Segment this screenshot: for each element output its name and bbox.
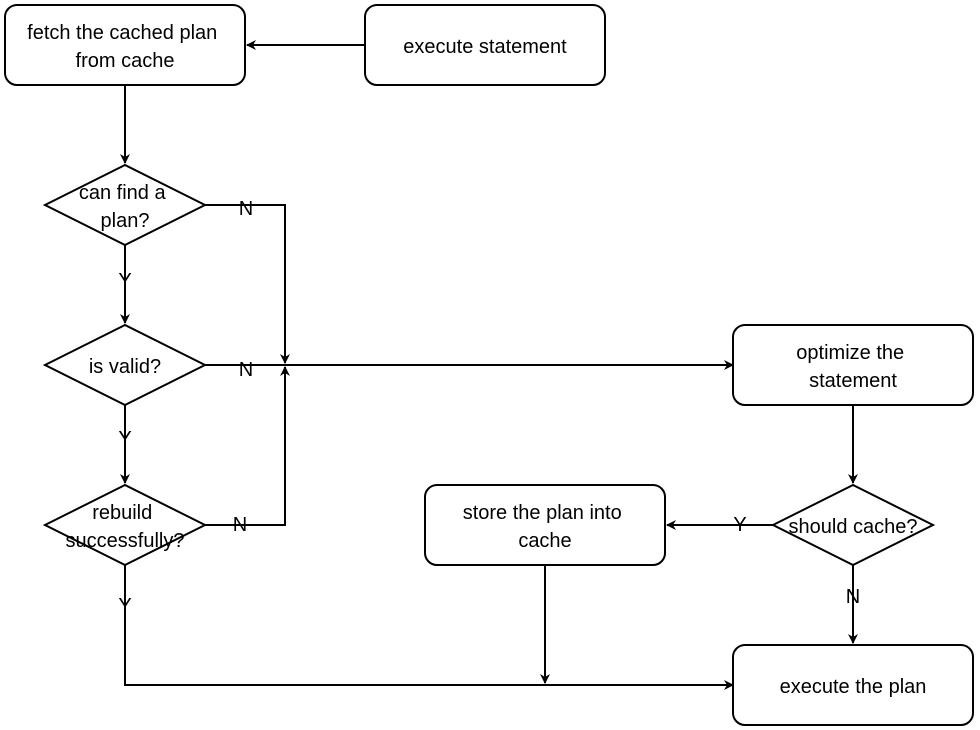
edge-label-should-cache-no: N bbox=[846, 586, 860, 608]
node-store-plan bbox=[424, 484, 666, 566]
edge-can-find-no-to-junction bbox=[205, 204, 290, 364]
label-line: rebuild bbox=[92, 502, 152, 524]
node-execute-statement bbox=[364, 4, 606, 86]
label-line: optimize the bbox=[796, 342, 904, 364]
label-line: execute the plan bbox=[780, 676, 927, 698]
label-line: cache bbox=[518, 530, 571, 552]
edge-label-is-valid-yes: Y bbox=[118, 428, 131, 450]
label-should-cache: should cache? bbox=[789, 516, 918, 538]
label-line: execute statement bbox=[403, 36, 567, 58]
node-rebuild-successfully bbox=[42, 483, 208, 567]
edge-label-can-find-no: N bbox=[239, 198, 253, 220]
label-can-find-plan: can find a plan? bbox=[79, 182, 171, 232]
node-texts: execute statement fetch the cached plan … bbox=[27, 22, 926, 698]
label-line: from cache bbox=[76, 50, 175, 72]
label-line: successfully? bbox=[66, 530, 185, 552]
edge-labels: N Y N Y N Y Y N bbox=[118, 198, 860, 617]
nodes bbox=[4, 4, 974, 726]
node-is-valid bbox=[42, 323, 208, 407]
label-line: can find a bbox=[79, 182, 167, 204]
edge-rebuild-yes-to-execute-plan bbox=[124, 565, 734, 690]
edge-label-can-find-yes: Y bbox=[118, 270, 131, 292]
node-should-cache bbox=[770, 483, 936, 567]
edges bbox=[120, 40, 858, 690]
edge-label-is-valid-no: N bbox=[239, 359, 253, 381]
node-execute-plan bbox=[732, 644, 974, 726]
label-line: is valid? bbox=[89, 356, 161, 378]
edge-label-rebuild-yes: Y bbox=[118, 595, 131, 617]
edge-rebuild-no-to-junction bbox=[205, 366, 290, 526]
label-line: fetch the cached plan bbox=[27, 22, 217, 44]
label-optimize-statement: optimize the statement bbox=[796, 342, 909, 392]
edge-label-should-cache-yes: Y bbox=[733, 514, 746, 536]
label-line: should cache? bbox=[789, 516, 918, 538]
label-line: store the plan into bbox=[463, 502, 622, 524]
label-is-valid: is valid? bbox=[89, 356, 161, 378]
label-line: plan? bbox=[101, 210, 150, 232]
label-execute-statement: execute statement bbox=[403, 36, 567, 58]
edge-label-rebuild-no: N bbox=[233, 514, 247, 536]
node-fetch-cached-plan bbox=[4, 4, 246, 86]
node-can-find-plan bbox=[42, 163, 208, 247]
label-rebuild-successfully: rebuild successfully? bbox=[66, 502, 185, 552]
node-optimize-statement bbox=[732, 324, 974, 406]
label-execute-plan: execute the plan bbox=[780, 676, 927, 698]
label-line: statement bbox=[809, 370, 897, 392]
label-store-plan: store the plan into cache bbox=[463, 502, 628, 552]
label-fetch-cached-plan: fetch the cached plan from cache bbox=[27, 22, 223, 72]
